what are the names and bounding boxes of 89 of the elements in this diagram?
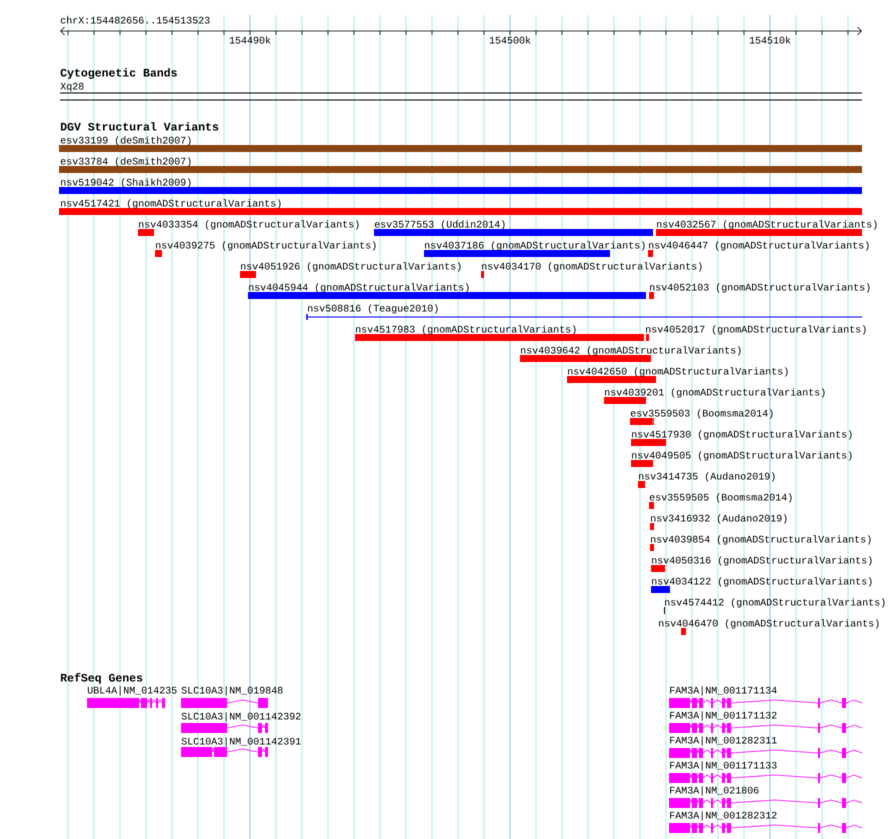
variant-feature: nsv3416932 (Audano2019) (650, 514, 787, 530)
node-label: nsv4039642 (gnomADStructuralVariants) (521, 346, 741, 356)
gene-model: SLC10A3|NM_001142392 (181, 712, 300, 733)
variant-feature: nsv4046470 (gnomADStructuralVariants) (659, 619, 879, 635)
band-label: Xq28 (60, 82, 84, 92)
track-title: RefSeq Genes (60, 673, 142, 684)
track-title: DGV Structural Variants (60, 122, 218, 131)
node-label: esv33784 (deSmith2007) (60, 157, 191, 167)
node-label: nsv3414735 (Audano2019) (639, 472, 775, 482)
tick-label: 154510k (750, 36, 790, 44)
gene-model: FAM3A|NM_001282312 (669, 811, 862, 833)
variant-feature: esv33784 (deSmith2007) (59, 157, 862, 173)
variant-feature: esv3577553 (Uddin2014) (374, 220, 653, 236)
node-label: nsv3416932 (Audano2019) (651, 514, 787, 524)
variant-feature: nsv4574412 (gnomADStructuralVariants) (664, 598, 885, 614)
node-label: nsv4039201 (gnomADStructuralVariants) (605, 388, 825, 398)
variant-feature: nsv4034170 (gnomADStructuralVariants) (481, 262, 702, 278)
node-label: UBL4A|NM_014235 (88, 686, 177, 696)
node-label: nsv4049505 (gnomADStructuralVariants) (632, 451, 852, 461)
track-title: Cytogenetic Bands (60, 68, 177, 79)
location-label: chrX:154482656..154513523 (60, 16, 210, 24)
variant-feature: esv3559505 (Boomsma2014) (649, 493, 792, 509)
variant-feature: nsv4046447 (gnomADStructuralVariants) (648, 241, 869, 257)
gene-model: FAM3A|NM_021806 (669, 786, 862, 808)
variant-feature: nsv4517983 (gnomADStructuralVariants) (355, 325, 644, 341)
variant-feature: nsv4039642 (gnomADStructuralVariants) (520, 346, 741, 362)
node-label: esv33199 (deSmith2007) (60, 136, 191, 146)
node-label: nsv4042650 (gnomADStructuralVariants) (568, 367, 788, 377)
variant-feature: nsv4517930 (gnomADStructuralVariants) (631, 430, 852, 446)
variant-feature: nsv4034122 (gnomADStructuralVariants) (651, 577, 872, 593)
variant-feature: nsv3414735 (Audano2019) (638, 472, 775, 488)
node-label: FAM3A|NM_001171133 (670, 761, 777, 771)
variant-feature: esv33199 (deSmith2007) (59, 136, 862, 152)
node-label: nsv4039854 (gnomADStructuralVariants) (651, 535, 871, 545)
gene-model: FAM3A|NM_001171134 (669, 686, 862, 708)
variant-feature: nsv4042650 (gnomADStructuralVariants) (567, 367, 788, 383)
variant-feature: nsv4032567 (gnomADStructuralVariants) (656, 220, 877, 236)
tick-label: 154500k (490, 36, 530, 44)
node-label: nsv4051926 (gnomADStructuralVariants) (241, 262, 461, 272)
variant-feature: nsv4045944 (gnomADStructuralVariants) (248, 283, 646, 299)
gene-model: SLC10A3|NM_019848 (181, 686, 283, 708)
node-label: nsv4039275 (gnomADStructuralVariants) (156, 241, 376, 251)
variant-feature: nsv4052017 (gnomADStructuralVariants) (646, 325, 866, 341)
gene-model: FAM3A|NM_001171133 (669, 761, 862, 783)
node-label: nsv4574412 (gnomADStructuralVariants) (665, 598, 885, 608)
variant-feature: nsv4049505 (gnomADStructuralVariants) (631, 451, 852, 467)
node-label: SLC10A3|NM_001142392 (182, 712, 301, 722)
node-label: nsv4046470 (gnomADStructuralVariants) (659, 619, 879, 629)
node-label: nsv4517421 (gnomADStructuralVariants) (61, 199, 281, 209)
node-label: esv3559503 (Boomsma2014) (630, 409, 773, 419)
node-label: SLC10A3|NM_001142391 (182, 737, 301, 747)
tick-label: 154490k (230, 36, 270, 44)
variant-feature: nsv4039854 (gnomADStructuralVariants) (650, 535, 871, 551)
node-label: FAM3A|NM_001171134 (670, 686, 777, 696)
node-label: nsv4050316 (gnomADStructuralVariants) (652, 556, 872, 566)
variant-feature: nsv4037186 (gnomADStructuralVariants) (424, 241, 645, 257)
node-label: esv3559505 (Boomsma2014) (650, 493, 792, 503)
variant-feature: nsv508816 (Teague2010) (306, 304, 862, 320)
variant-feature: nsv4039275 (gnomADStructuralVariants) (155, 241, 376, 257)
variant-feature: nsv4033354 (gnomADStructuralVariants) (138, 220, 359, 236)
gene-model: SLC10A3|NM_001142391 (181, 737, 301, 757)
variant-feature: nsv4517421 (gnomADStructuralVariants) (59, 199, 862, 215)
node-label: nsv4045944 (gnomADStructuralVariants) (249, 283, 469, 293)
node-label: nsv4034122 (gnomADStructuralVariants) (652, 577, 872, 587)
variant-feature: nsv4050316 (gnomADStructuralVariants) (651, 556, 872, 572)
node-label: FAM3A|NM_001282311 (670, 736, 777, 746)
variant-feature: nsv4051926 (gnomADStructuralVariants) (240, 262, 461, 278)
variant-feature: nsv4052103 (gnomADStructuralVariants) (649, 283, 870, 299)
node-label: esv3577553 (Uddin2014) (374, 220, 505, 230)
node-label: FAM3A|NM_001282312 (670, 811, 777, 821)
node-label: nsv4037186 (gnomADStructuralVariants) (425, 241, 645, 251)
variant-feature: nsv4039201 (gnomADStructuralVariants) (604, 388, 825, 404)
node-label: nsv4052103 (gnomADStructuralVariants) (650, 283, 870, 293)
node-label: nsv4032567 (gnomADStructuralVariants) (657, 220, 877, 230)
node-label: nsv519042 (Shaikh2009) (61, 178, 191, 188)
node-label: FAM3A|NM_021806 (670, 786, 759, 796)
node-label: nsv4517983 (gnomADStructuralVariants) (356, 325, 576, 335)
node-label: SLC10A3|NM_019848 (182, 686, 283, 696)
node-label: FAM3A|NM_001171132 (670, 711, 777, 721)
variant-feature: esv3559503 (Boomsma2014) (630, 409, 773, 425)
gene-model: UBL4A|NM_014235 (87, 686, 177, 708)
node-label: nsv4517930 (gnomADStructuralVariants) (632, 430, 852, 440)
node-label: nsv4052017 (gnomADStructuralVariants) (646, 325, 866, 335)
gene-model: FAM3A|NM_001171132 (669, 711, 862, 733)
variant-feature: nsv519042 (Shaikh2009) (59, 178, 862, 194)
node-label: nsv4033354 (gnomADStructuralVariants) (139, 220, 359, 230)
gene-model: FAM3A|NM_001282311 (669, 736, 862, 758)
node-label: nsv4046447 (gnomADStructuralVariants) (649, 241, 869, 251)
node-label: nsv4034170 (gnomADStructuralVariants) (482, 262, 702, 272)
